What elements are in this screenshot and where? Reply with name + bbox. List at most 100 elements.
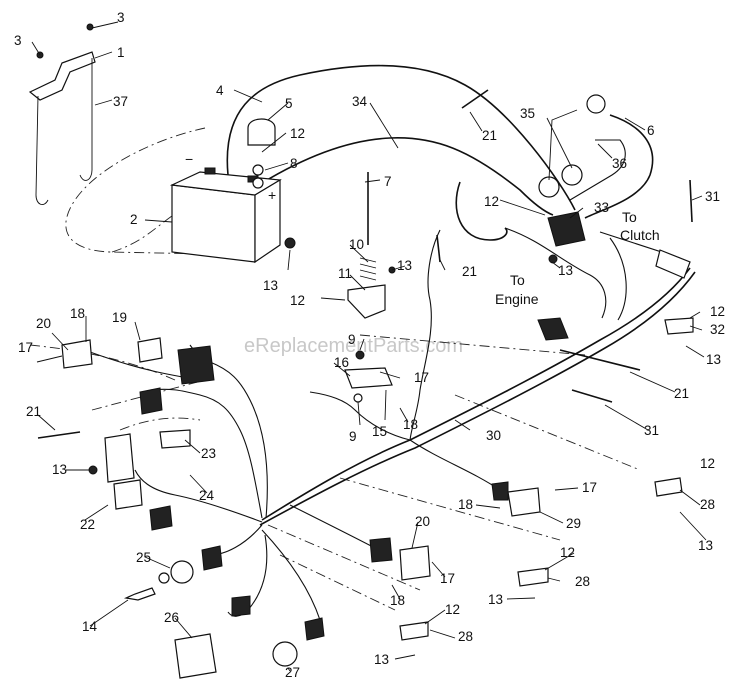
clutch-lead xyxy=(599,231,681,321)
callout-5: 5 xyxy=(285,96,293,111)
terminal-boot-5 xyxy=(247,118,276,146)
callout-18: 18 xyxy=(403,417,418,432)
battery-negative-sign: − xyxy=(185,151,193,167)
nut-13a xyxy=(284,237,296,249)
callout-18: 18 xyxy=(70,306,85,321)
callout-1: 1 xyxy=(117,45,125,60)
callout-18: 18 xyxy=(390,593,405,608)
callout-9: 9 xyxy=(348,332,356,347)
callout-20: 20 xyxy=(36,316,51,331)
hour-meter-26 xyxy=(174,633,217,679)
callout-10: 10 xyxy=(349,237,364,252)
connector-left-c xyxy=(201,545,223,571)
key-14 xyxy=(123,587,156,601)
callout-12: 12 xyxy=(484,194,499,209)
clip-32 xyxy=(664,317,694,335)
callout-16: 16 xyxy=(334,355,349,370)
nut-13e xyxy=(88,465,98,475)
callout-12: 12 xyxy=(560,545,575,560)
relay-19a xyxy=(177,345,215,385)
harness-branch-29 xyxy=(409,439,501,491)
callout-12: 12 xyxy=(445,602,460,617)
callout-18: 18 xyxy=(458,497,473,512)
caption-to-clutch-2: Clutch xyxy=(620,227,660,243)
engine-connector xyxy=(537,317,569,341)
relay-29 xyxy=(507,487,541,517)
callout-21: 21 xyxy=(482,128,497,143)
bracket-16 xyxy=(344,367,393,389)
wing-nut-3b xyxy=(86,23,94,31)
callout-23: 23 xyxy=(201,446,216,461)
harness-branch-20 xyxy=(289,504,376,549)
relay-29-plug xyxy=(491,481,509,501)
callout-24: 24 xyxy=(199,488,215,503)
rod-21-top xyxy=(461,89,489,109)
callout-17: 17 xyxy=(582,480,597,495)
callout-3: 3 xyxy=(14,33,22,48)
callout-20: 20 xyxy=(415,514,430,529)
clip-23 xyxy=(159,429,191,449)
regulator-22 xyxy=(104,433,135,483)
clip-28c xyxy=(399,621,429,641)
nut-25 xyxy=(158,572,170,584)
indicator-27 xyxy=(272,641,298,667)
callout-2: 2 xyxy=(130,212,138,227)
key-switch-25 xyxy=(170,560,194,584)
callout-37: 37 xyxy=(113,94,128,109)
ground-cable xyxy=(455,181,508,241)
callout-21: 21 xyxy=(674,386,689,401)
switch-20b xyxy=(399,545,431,581)
spring-10 xyxy=(359,257,377,281)
callout-9: 9 xyxy=(349,429,357,444)
callout-12: 12 xyxy=(290,126,305,141)
callout-13: 13 xyxy=(488,592,503,607)
clamp-35b xyxy=(561,164,583,186)
callout-36: 36 xyxy=(612,156,627,171)
harness-branch-up xyxy=(149,388,263,519)
switch-20b-plug xyxy=(369,537,393,563)
rod-21-lower xyxy=(309,391,411,441)
callout-30: 30 xyxy=(486,428,501,443)
callout-33: 33 xyxy=(594,200,609,215)
callout-17: 17 xyxy=(440,571,455,586)
nut-13d xyxy=(355,350,365,360)
clutch-connector xyxy=(655,249,691,279)
battery-hold-down-bracket-1 xyxy=(28,51,96,206)
callout-7: 7 xyxy=(384,174,392,189)
callout-25: 25 xyxy=(136,550,151,565)
switch-20a xyxy=(61,339,93,369)
washer-9 xyxy=(353,393,363,403)
callout-13: 13 xyxy=(374,652,389,667)
rod-31-lower xyxy=(571,389,613,403)
callout-17: 17 xyxy=(414,370,429,385)
callout-31: 31 xyxy=(644,423,659,438)
solenoid-lead xyxy=(504,227,607,319)
clip-28b xyxy=(517,567,549,587)
callout-13: 13 xyxy=(397,258,412,273)
caption-to-engine-1: To xyxy=(510,272,525,288)
hour-meter-plug xyxy=(231,595,251,617)
connector-left-a xyxy=(139,387,163,415)
frame-outline-right xyxy=(267,334,641,611)
clip-28a xyxy=(654,477,683,497)
bracket-11 xyxy=(347,284,386,319)
connector-22 xyxy=(113,479,143,510)
washer-8 xyxy=(252,164,264,176)
callout-26: 26 xyxy=(164,610,179,625)
engine-lead xyxy=(409,229,441,441)
callout-28: 28 xyxy=(575,574,590,589)
callout-13: 13 xyxy=(263,278,278,293)
cable-36 xyxy=(569,139,626,201)
callout-28: 28 xyxy=(458,629,473,644)
cable-6 xyxy=(584,114,654,219)
callout-31: 31 xyxy=(705,189,720,204)
caption-to-clutch-1: To xyxy=(622,209,637,225)
callout-3: 3 xyxy=(117,10,125,25)
callout-14: 14 xyxy=(82,619,98,634)
harness-branch-left xyxy=(134,469,263,523)
callout-12: 12 xyxy=(700,456,715,471)
cap-35 xyxy=(586,94,606,114)
callout-22: 22 xyxy=(80,517,95,532)
callout-21: 21 xyxy=(462,264,477,279)
